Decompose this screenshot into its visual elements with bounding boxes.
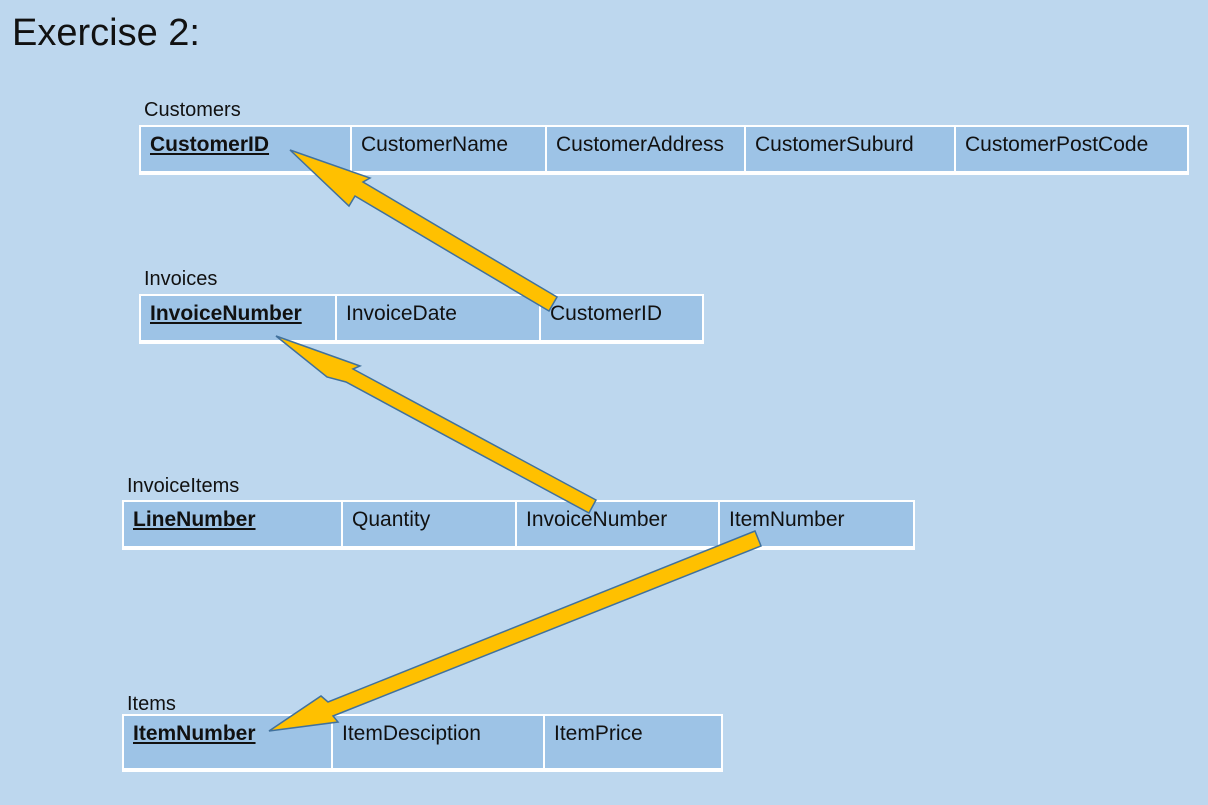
customers-field-customerid: CustomerID xyxy=(141,127,352,171)
invoiceitems-field-quantity: Quantity xyxy=(343,502,517,546)
customers-table: CustomerID CustomerName CustomerAddress … xyxy=(139,125,1189,175)
arrow-invoiceitems-itemnumber-to-items-itemnumber xyxy=(268,530,762,732)
items-table: ItemNumber ItemDesciption ItemPrice xyxy=(122,714,723,772)
items-field-itemnumber: ItemNumber xyxy=(124,716,333,768)
customers-field-customersuburd: CustomerSuburd xyxy=(746,127,956,171)
arrow-invoiceitems-invoicenumber-to-invoices-invoicenumber xyxy=(275,335,598,515)
customers-field-customeraddress: CustomerAddress xyxy=(547,127,746,171)
customers-field-customername: CustomerName xyxy=(352,127,547,171)
invoiceitems-field-linenumber: LineNumber xyxy=(124,502,343,546)
invoices-field-invoicenumber: InvoiceNumber xyxy=(141,296,337,340)
invoiceitems-table-label: InvoiceItems xyxy=(127,475,240,497)
customers-table-label: Customers xyxy=(144,99,241,121)
invoices-table-label: Invoices xyxy=(144,268,218,290)
invoices-table: InvoiceNumber InvoiceDate CustomerID xyxy=(139,294,704,344)
items-field-itemprice: ItemPrice xyxy=(545,716,723,768)
page-title: Exercise 2: xyxy=(12,12,200,54)
customers-field-customerpostcode: CustomerPostCode xyxy=(956,127,1189,171)
items-field-itemdescription: ItemDesciption xyxy=(333,716,545,768)
invoices-field-customerid: CustomerID xyxy=(541,296,704,340)
invoiceitems-field-itemnumber: ItemNumber xyxy=(720,502,915,546)
items-table-label: Items xyxy=(127,693,176,715)
invoiceitems-table: LineNumber Quantity InvoiceNumber ItemNu… xyxy=(122,500,915,550)
invoiceitems-field-invoicenumber: InvoiceNumber xyxy=(517,502,720,546)
invoices-field-invoicedate: InvoiceDate xyxy=(337,296,541,340)
